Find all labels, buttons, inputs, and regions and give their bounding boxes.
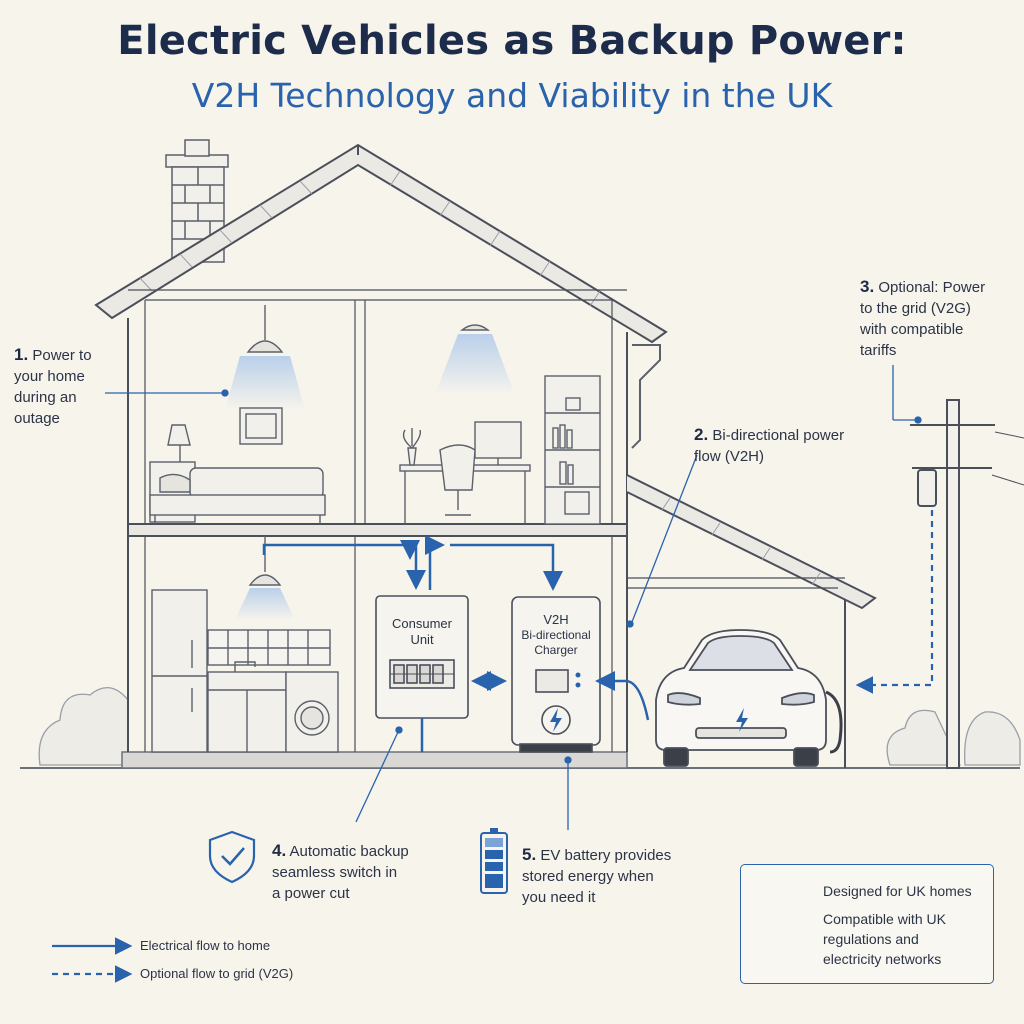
- legend-solid-label: Electrical flow to home: [140, 938, 270, 953]
- uk-box-line1: Designed for UK homes: [823, 881, 972, 901]
- callout-2: 2. Bi-directional power flow (V2H): [694, 424, 874, 467]
- charger-label: V2H Bi-directional Charger: [512, 612, 600, 658]
- kitchen: [152, 536, 338, 752]
- house-foundation: [122, 752, 627, 768]
- battery-icon: [481, 828, 507, 893]
- callout-5: 5. EV battery provides stored energy whe…: [522, 844, 692, 908]
- uk-info-box: Designed for UK homes Compatible with UK…: [740, 864, 994, 984]
- legend-dashed-label: Optional flow to grid (V2G): [140, 966, 293, 981]
- downpipe: [632, 345, 660, 448]
- bedroom: [150, 305, 325, 524]
- uk-box-line2: Compatible with UK regulations and elect…: [823, 909, 946, 969]
- consumer-unit-label: Consumer Unit: [376, 616, 468, 648]
- home-office: [400, 325, 600, 524]
- bush-left: [39, 688, 128, 765]
- callout-3: 3. Optional: Power to the grid (V2G) wit…: [860, 276, 1020, 361]
- shield-check-icon: [210, 832, 254, 882]
- consumer-unit: [376, 596, 468, 718]
- electric-car: [656, 630, 841, 766]
- callout-1: 1. Power to your home during an outage: [14, 344, 124, 429]
- callout-4: 4. Automatic backup seamless switch in a…: [272, 840, 442, 904]
